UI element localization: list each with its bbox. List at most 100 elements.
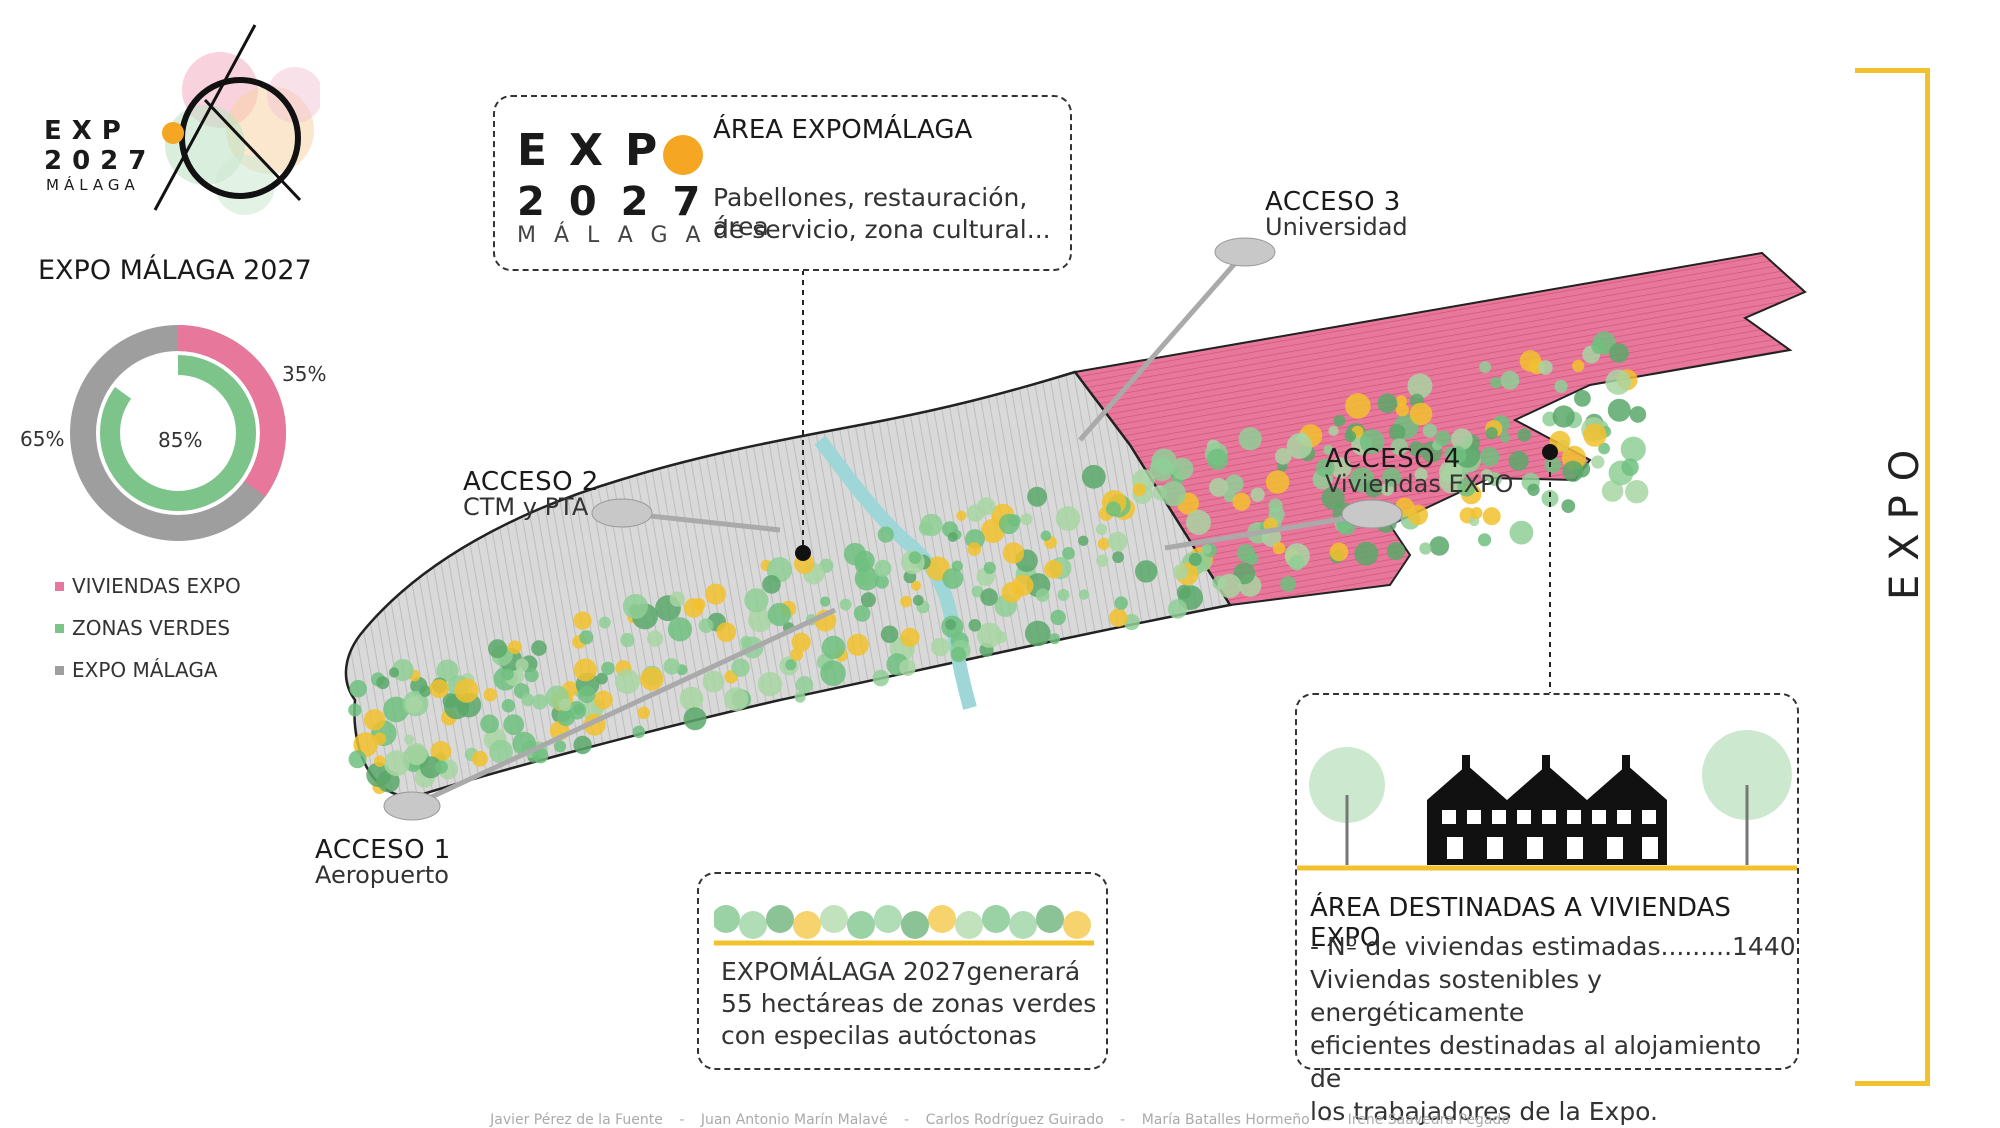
tree-icon	[698, 618, 714, 633]
tree-icon	[524, 668, 539, 683]
tree-icon	[912, 594, 924, 606]
tree-icon	[1209, 477, 1229, 497]
tree-icon	[714, 905, 740, 933]
tree-icon	[1457, 478, 1476, 497]
tree-icon	[578, 685, 596, 704]
tree-icon	[1574, 390, 1591, 407]
tree-icon	[1598, 442, 1610, 455]
tree-icon	[508, 640, 522, 655]
tree-icon	[982, 905, 1010, 933]
tree-icon	[1554, 379, 1568, 393]
tree-icon	[968, 619, 982, 632]
tree-icon	[1527, 483, 1540, 496]
tree-icon	[910, 580, 922, 591]
tree-icon	[899, 659, 916, 676]
tree-icon	[1479, 361, 1491, 374]
housing-text-line2: Viviendas sostenibles y energéticamente	[1310, 965, 1602, 1027]
tree-icon	[383, 750, 410, 777]
tree-icon	[1114, 596, 1128, 610]
tree-icon	[376, 676, 390, 690]
tree-icon	[1480, 447, 1500, 467]
tree-icon	[980, 588, 998, 606]
tree-icon	[1591, 339, 1607, 355]
tree-icon	[1078, 589, 1090, 600]
tree-icon	[363, 709, 386, 731]
tree-icon	[573, 735, 592, 755]
tree-icon	[1382, 467, 1402, 487]
tree-icon	[1321, 486, 1345, 510]
housing-pin	[1542, 444, 1558, 460]
credit-name: Javier Pérez de la Fuente	[490, 1112, 663, 1128]
access-3-label: ACCESO 3 Universidad	[1265, 189, 1408, 240]
tree-icon	[1552, 405, 1575, 428]
tree-icon	[793, 911, 821, 939]
tree-icon	[1561, 499, 1576, 513]
access-1-marker[interactable]	[383, 791, 441, 821]
tree-icon	[1470, 507, 1483, 519]
tree-icon	[663, 658, 680, 675]
tree-icon	[928, 905, 956, 933]
tree-icon	[1149, 457, 1174, 482]
tree-icon	[839, 598, 852, 611]
tree-row-illustration	[714, 905, 1094, 946]
tree-icon	[1377, 393, 1398, 414]
tree-icon	[1097, 537, 1110, 550]
access-2-marker[interactable]	[591, 498, 653, 528]
tree-cluster	[348, 331, 1649, 794]
logo-graphic	[153, 24, 323, 215]
tree-icon	[622, 593, 648, 619]
tree-icon	[1329, 542, 1349, 562]
tree-icon	[683, 707, 707, 731]
tree-icon	[1541, 490, 1559, 507]
donut-outer-pink	[70, 325, 286, 541]
tree-icon	[724, 687, 749, 712]
tree-icon	[767, 602, 792, 627]
legend-item: VIVIENDAS EXPO	[55, 565, 241, 607]
donut-outer-pct: 35%	[282, 362, 327, 386]
tree-icon	[1232, 492, 1251, 511]
tree-icon	[874, 559, 892, 577]
tree-icon	[1027, 486, 1048, 507]
housing-text: - Nº de viviendas estimadas.........1440…	[1310, 930, 1797, 1128]
tree-icon	[1439, 460, 1463, 484]
tree-icon	[1176, 584, 1192, 600]
tree-icon	[1225, 474, 1244, 494]
tree-icon	[683, 598, 704, 618]
tree-icon	[1702, 730, 1792, 820]
tree-icon	[762, 575, 781, 594]
legend: VIVIENDAS EXPO ZONAS VERDES EXPO MÁLAGA	[55, 565, 241, 691]
access-1-label: ACCESO 1 Aeropuerto	[315, 837, 451, 888]
tree-icon	[955, 911, 983, 939]
tree-icon	[1629, 406, 1647, 423]
tree-icon	[1265, 470, 1290, 494]
tree-icon	[557, 708, 575, 727]
legend-swatch-green	[55, 623, 64, 633]
tree-icon	[1238, 427, 1262, 451]
tree-icon	[820, 905, 848, 933]
tree-icon	[1448, 445, 1467, 465]
tree-icon	[1330, 457, 1352, 479]
tree-icon	[349, 679, 368, 698]
tree-icon	[1057, 588, 1070, 601]
tree-icon	[1112, 551, 1124, 564]
access-4-marker[interactable]	[1341, 499, 1403, 529]
tree-icon	[1049, 633, 1061, 645]
tree-icon	[1478, 533, 1492, 547]
tree-icon	[615, 669, 640, 694]
tree-icon	[1333, 414, 1346, 427]
tree-icon	[1509, 520, 1534, 545]
tree-icon	[373, 732, 387, 746]
tree-icon	[1517, 428, 1532, 442]
tree-icon	[1250, 487, 1265, 502]
tree-icon	[1591, 455, 1605, 469]
tree-icon	[1390, 438, 1408, 456]
tree-icon	[854, 566, 879, 591]
tree-icon	[1217, 573, 1242, 599]
info-logo-line2: 2027	[517, 179, 725, 225]
tree-icon	[1480, 469, 1493, 481]
access-3-marker[interactable]	[1214, 237, 1276, 267]
green-text-line1: EXPOMÁLAGA 2027generará	[721, 957, 1081, 986]
tree-icon	[1246, 552, 1259, 565]
tree-icon	[679, 686, 704, 711]
tree-icon	[1280, 576, 1296, 592]
